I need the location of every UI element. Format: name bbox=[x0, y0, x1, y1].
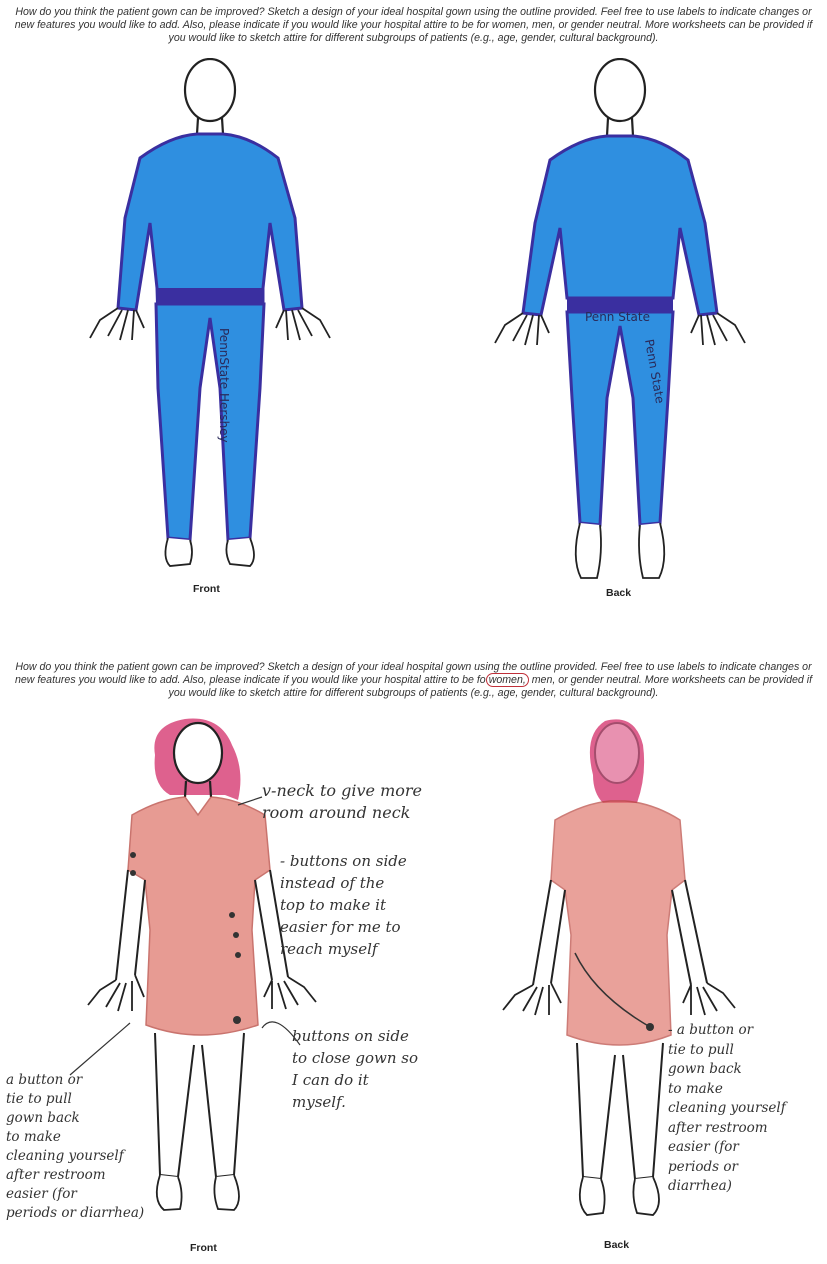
note-vneck: v-neck to give more room around neck bbox=[262, 780, 422, 824]
note-close-gown: buttons on side to close gown so I can d… bbox=[292, 1025, 418, 1113]
worksheet-2: How do you think the patient gown can be… bbox=[0, 655, 827, 1264]
note-left-tie: a button or tie to pull gown back to mak… bbox=[6, 1071, 144, 1223]
note-side-buttons: - buttons on side instead of the top to … bbox=[280, 850, 407, 960]
worksheet-1-instructions: How do you think the patient gown can be… bbox=[14, 6, 813, 46]
sheet-divider bbox=[0, 610, 827, 655]
front-leg-text: PennState Hershey bbox=[217, 328, 231, 443]
back-caption-1: Back bbox=[606, 587, 631, 599]
front-figure-blue-suit: PennState Hershey bbox=[70, 58, 350, 578]
note-right-tie: - a button or tie to pull gown back to m… bbox=[668, 1021, 786, 1197]
worksheet-1: How do you think the patient gown can be… bbox=[0, 0, 827, 610]
back-waist-text: Penn State bbox=[585, 310, 650, 324]
front-caption-1: Front bbox=[193, 583, 220, 595]
back-figure-blue-suit: Penn State Penn State bbox=[485, 58, 765, 588]
